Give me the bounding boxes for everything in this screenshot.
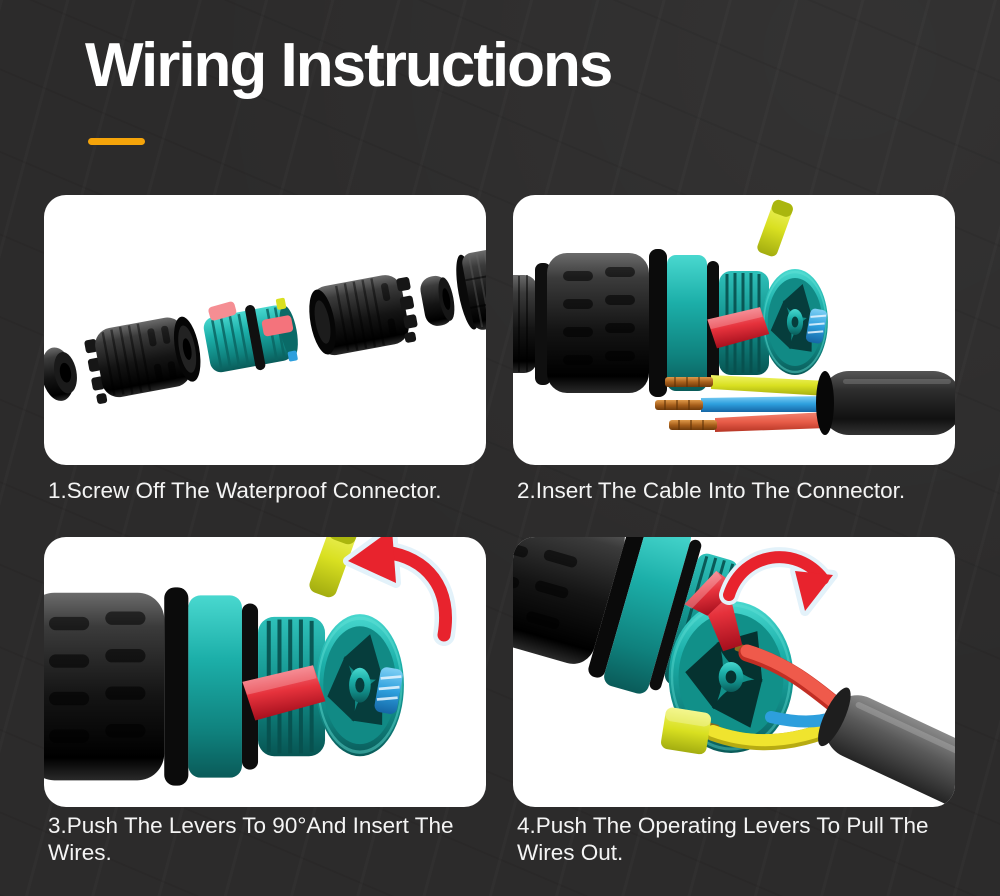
step-4-caption: 4.Push The Operating Levers To Pull The …: [517, 813, 929, 866]
yellow-lever: [757, 199, 793, 257]
blue-lever: [805, 308, 828, 344]
step-1-illustration-exploded-connector: [44, 243, 486, 404]
connector-assembly: [44, 537, 404, 786]
compression-nut-right: [309, 275, 418, 356]
connector-face: [762, 269, 828, 375]
cable-jacket: [821, 371, 955, 435]
step-4-illustration-pull-wires: [513, 537, 955, 807]
red-wire: [715, 412, 827, 432]
copper-tip: [669, 420, 717, 430]
output-cable: [818, 687, 955, 807]
step-1-panel: [44, 195, 486, 465]
rotate-clockwise-arrow-icon: [719, 547, 838, 616]
blue-wire: [701, 396, 827, 412]
step-4-panel: [513, 537, 955, 807]
pink-lever: [208, 301, 237, 321]
stripped-cable: [655, 371, 955, 435]
yellow-lever: [309, 537, 358, 598]
connector-body: [513, 537, 738, 694]
blue-lever: [374, 667, 403, 715]
step-1-caption: 1.Screw Off The Waterproof Connector.: [48, 478, 442, 503]
teal-collar: [604, 537, 692, 694]
red-lever: [242, 665, 326, 721]
teal-collar: [188, 595, 242, 778]
yellow-lever: [661, 707, 712, 755]
copper-tip: [655, 400, 703, 410]
pink-lever: [261, 315, 294, 337]
hex-end-cap: [456, 243, 486, 330]
page-title: Wiring Instructions: [85, 31, 613, 100]
rubber-ring: [420, 275, 455, 326]
step-3-illustration-levers-open: [44, 537, 457, 786]
copper-tip: [665, 377, 713, 387]
step-2-panel: [513, 195, 955, 465]
step-2-caption: 2.Insert The Cable Into The Connector.: [517, 478, 906, 503]
terminal-core: [203, 297, 298, 373]
connector-face: [315, 614, 404, 757]
rotate-counter-clockwise-arrow-icon: [343, 537, 457, 646]
connector-assembly: [513, 199, 828, 397]
yellow-wire: [711, 375, 827, 396]
red-lever: [707, 307, 770, 349]
teal-collar: [667, 255, 707, 391]
title-accent-dash: [88, 138, 145, 145]
step-2-illustration-connector-and-cable: [513, 199, 955, 435]
compression-nut-left: [84, 316, 201, 404]
step-3-panel: [44, 537, 486, 807]
seal-grommet: [44, 347, 77, 401]
step-3-caption: 3.Push The Levers To 90°And Insert The W…: [48, 813, 454, 866]
